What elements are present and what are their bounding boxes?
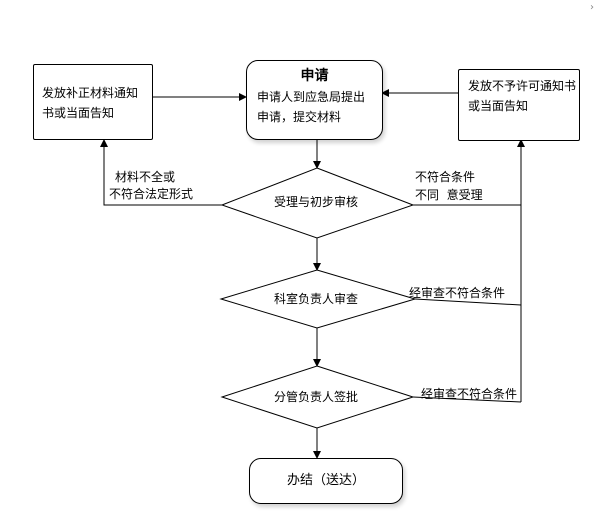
- decision-section-diamond: [219, 269, 417, 329]
- rejection-line-2: 或当面告知: [468, 99, 529, 113]
- supplement-line-1: 发放补正材料通知: [42, 86, 139, 100]
- apply-line-2: 申请，提交材料: [257, 110, 342, 124]
- line-leader-to-right-rail: [412, 396, 522, 403]
- supplement-line-2: 书或当面告知: [42, 106, 115, 120]
- arrow-accept-to-left-box: [100, 139, 222, 206]
- edge-label-incomplete-1: 材料不全或: [115, 170, 176, 184]
- edge-label-section-reject: 经审查不符合条件: [409, 286, 506, 300]
- section-label: 科室负责人审查: [274, 292, 359, 306]
- supplement-notice-node: 发放补正材料通知 书或当面告知: [33, 64, 153, 140]
- edge-label-leader-reject: 经审查不符合条件: [421, 387, 518, 401]
- edge-label-incomplete-2: 不符合法定形式: [109, 187, 194, 201]
- decision-accept-diamond: [220, 167, 415, 239]
- accept-label: 受理与初步审核: [274, 195, 359, 209]
- apply-node: 申请 申请人到应急局提出 申请，提交材料: [246, 60, 383, 140]
- edge-label-reject-2: 不同 意受理: [415, 188, 483, 202]
- rejection-line-1: 发放不予许可通知书: [468, 79, 577, 93]
- done-label: 办结（送达）: [286, 473, 365, 488]
- line-section-to-right-rail: [414, 298, 522, 306]
- apply-title: 申请: [300, 68, 329, 84]
- rejection-notice-node: 发放不予许可通知书 或当面告知: [458, 69, 580, 141]
- done-node: 办结（送达）: [249, 458, 403, 504]
- corner-chevron-icon: ›: [590, 2, 594, 13]
- edge-label-reject-1: 不符合条件: [415, 170, 476, 184]
- apply-line-1: 申请人到应急局提出: [257, 90, 366, 104]
- decision-leader-diamond: [220, 365, 415, 429]
- leader-label: 分管负责人签批: [274, 390, 359, 404]
